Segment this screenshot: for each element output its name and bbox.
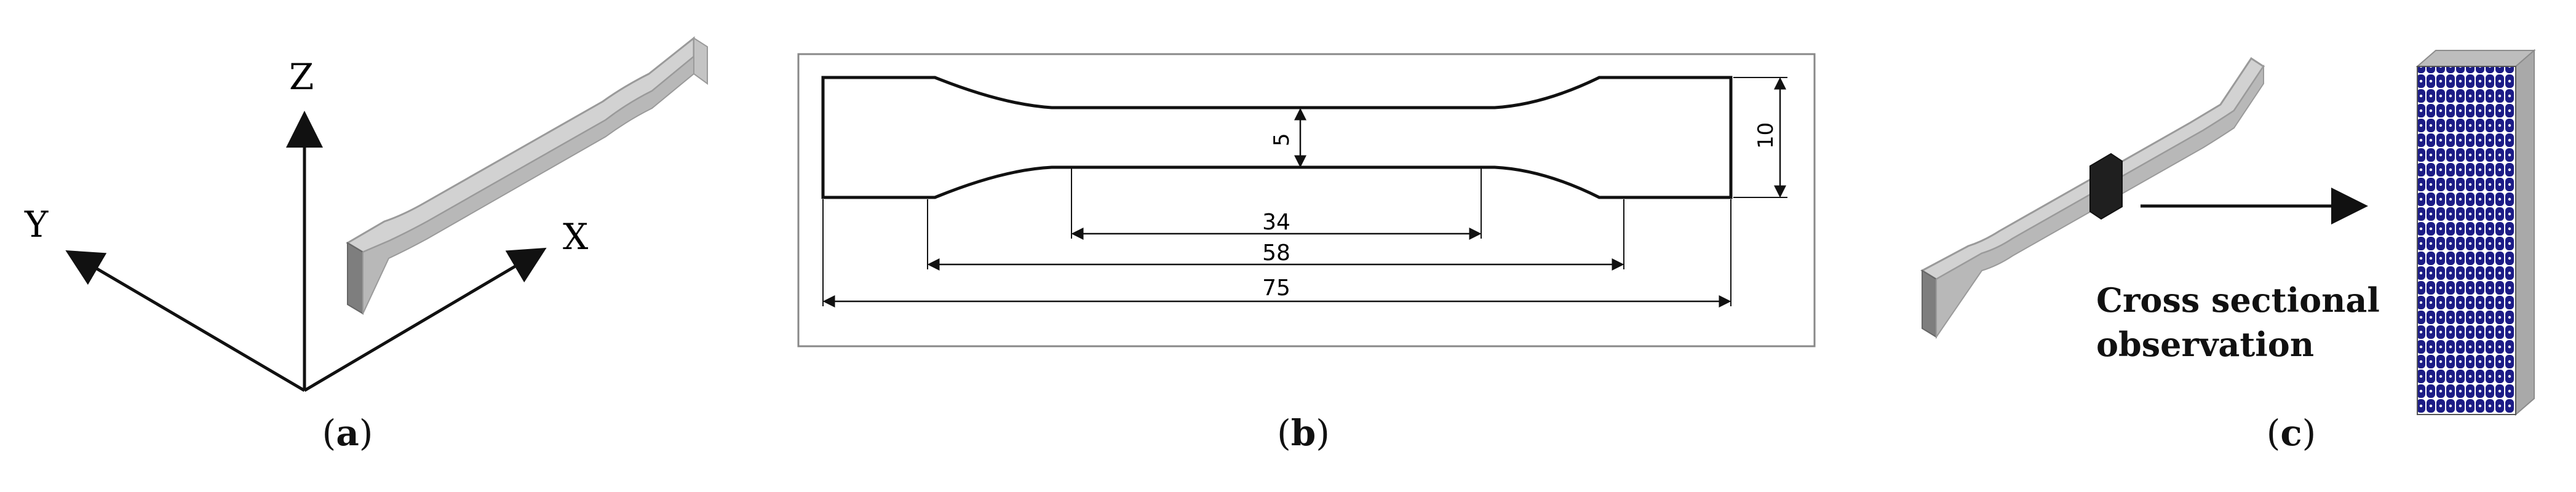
panel-a: Z Y X (a) — [0, 0, 738, 490]
caption-c: (c) — [2266, 412, 2316, 454]
bead-grid — [2417, 66, 2516, 415]
panel-b-drawing: 5 10 34 58 75 — [797, 53, 1816, 347]
observation-label-line2: observation — [2096, 325, 2315, 364]
dim-grip-width: 10 — [1754, 122, 1778, 149]
specimen-3d — [346, 36, 708, 315]
drawing-frame — [797, 53, 1816, 347]
dim-gauge-width: 5 — [1270, 133, 1294, 146]
observation-label: Cross sectional observation — [2096, 278, 2380, 367]
x-axis-label: X — [563, 216, 589, 258]
y-axis — [65, 250, 306, 392]
dim-reduced-length: 58 — [1262, 240, 1290, 266]
bead-block — [2415, 49, 2536, 416]
caption-a: (a) — [322, 412, 373, 454]
observation-label-line1: Cross sectional — [2096, 280, 2380, 320]
specimen-section-marked — [1920, 57, 2265, 339]
y-axis-label: Y — [24, 204, 49, 245]
cut-section — [2089, 153, 2123, 220]
caption-b: (b) — [1277, 412, 1330, 454]
z-axis-label: Z — [289, 56, 314, 98]
dim-gauge-length: 34 — [1262, 210, 1290, 235]
panel-c: Cross sectional observation (c) — [1894, 0, 2576, 490]
specimen-outline — [821, 76, 1733, 199]
panel-a-drawing: Z Y X — [24, 36, 708, 392]
dim-total-length: 75 — [1262, 276, 1290, 301]
panel-c-drawing — [1920, 49, 2536, 416]
x-axis — [303, 247, 547, 392]
panel-b: 5 10 34 58 75 (b) — [787, 0, 1833, 490]
